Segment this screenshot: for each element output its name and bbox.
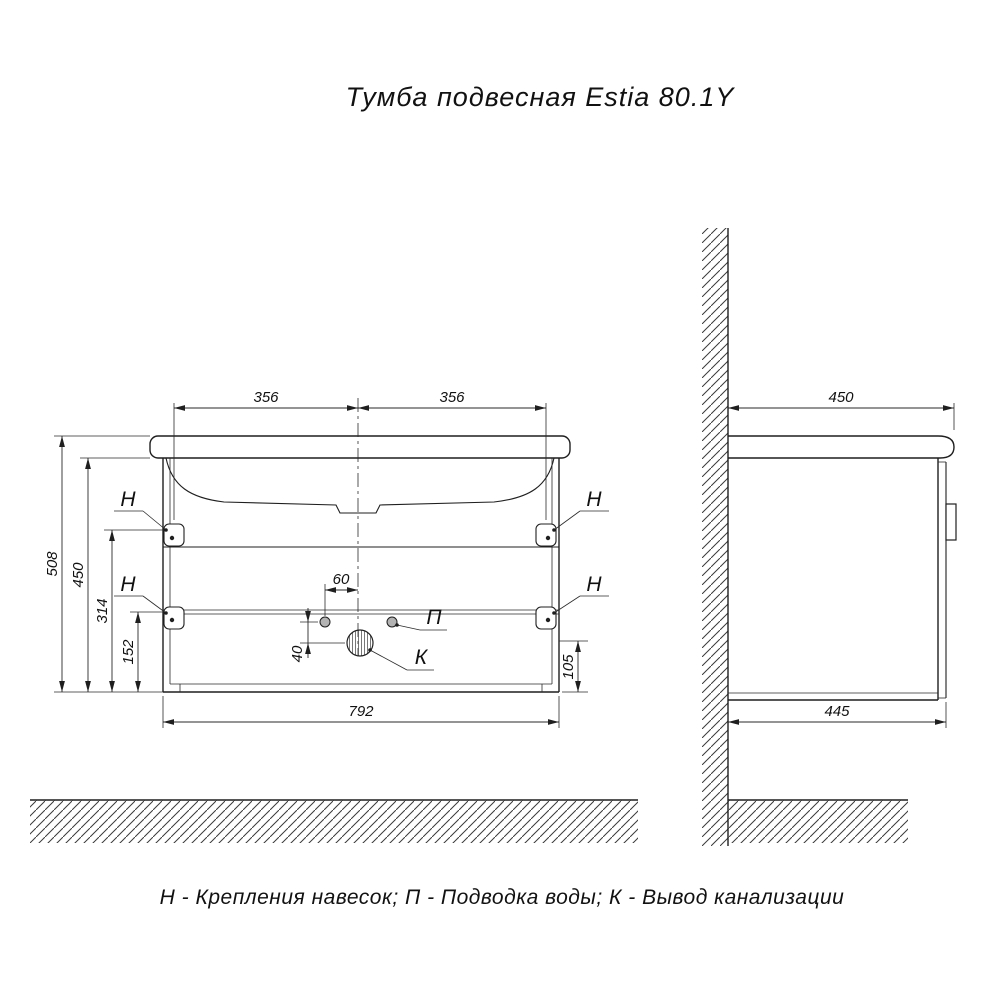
utility-symbols: [319, 616, 398, 657]
p-label: П: [426, 606, 442, 629]
cabinet-front-outline: [162, 458, 560, 693]
leader-dot: [164, 611, 168, 615]
side-view: 450 445: [702, 228, 957, 846]
bracket-screw-dot: [169, 535, 175, 541]
dim-152-label: 152: [120, 639, 137, 665]
h-label: Н: [120, 488, 136, 511]
bracket-screw-dot: [169, 617, 175, 623]
h-leader: [553, 510, 581, 531]
legend-note: Н - Крепления навесок; П - Подводка воды…: [160, 886, 845, 909]
side-dimensions: 450 445: [728, 389, 955, 728]
floor-section: [30, 799, 908, 843]
water-supply-point-right: [386, 616, 398, 628]
mounting-brackets: [163, 523, 557, 630]
leader-dot: [368, 648, 372, 652]
mount-bracket-top-left: [163, 523, 185, 547]
h-label: Н: [586, 488, 602, 511]
dim-105-label: 105: [560, 654, 577, 680]
sink-rim: [149, 435, 571, 459]
sink-rim-side: [728, 435, 955, 459]
dim-314-label: 314: [94, 598, 111, 623]
dim-40-label: 40: [289, 645, 306, 662]
door-handle: [945, 503, 957, 541]
wall-section: [702, 228, 729, 846]
leader-dot: [552, 611, 556, 615]
sink-front-outline: [149, 435, 571, 514]
h-leader: [142, 595, 167, 614]
bracket-screw-dot: [545, 617, 551, 623]
floor-hatch-left: [30, 800, 638, 843]
dim-445-depth-label: 445: [824, 703, 850, 720]
k-label: К: [415, 646, 429, 669]
leader-dot: [164, 528, 168, 532]
dim-508-label: 508: [44, 551, 61, 577]
dim-60-label: 60: [333, 571, 350, 588]
h-label: Н: [586, 573, 602, 596]
dim-792-label: 792: [348, 703, 374, 720]
page-title: Тумба подвесная Estia 80.1Y: [346, 82, 736, 112]
cabinet-side-outline: [728, 435, 957, 701]
dim-356-left-label: 356: [253, 389, 279, 406]
floor-hatch-right: [728, 800, 908, 843]
mount-bracket-bottom-right: [535, 606, 557, 630]
h-label: Н: [120, 573, 136, 596]
callout-labels: Н Н Н Н П К: [114, 488, 609, 671]
mount-bracket-bottom-left: [163, 606, 185, 630]
p-leader: [396, 624, 421, 631]
front-dimensions: 356 356 508 450 314 152 105 7: [44, 389, 588, 728]
dim-450-label: 450: [70, 562, 87, 588]
drain-outlet: [346, 629, 374, 657]
leader-dot: [395, 623, 399, 627]
h-leader: [553, 595, 581, 614]
leader-dot: [552, 528, 556, 532]
mount-bracket-top-right: [535, 523, 557, 547]
dim-450-depth-label: 450: [828, 389, 854, 406]
wall-hatch: [702, 228, 728, 846]
water-supply-point-left: [319, 616, 331, 628]
dim-356-right-label: 356: [439, 389, 465, 406]
bracket-screw-dot: [545, 535, 551, 541]
h-leader: [142, 510, 167, 531]
sink-bowl: [165, 457, 555, 514]
k-leader: [369, 649, 408, 671]
front-view: Н Н Н Н П К: [44, 389, 609, 728]
